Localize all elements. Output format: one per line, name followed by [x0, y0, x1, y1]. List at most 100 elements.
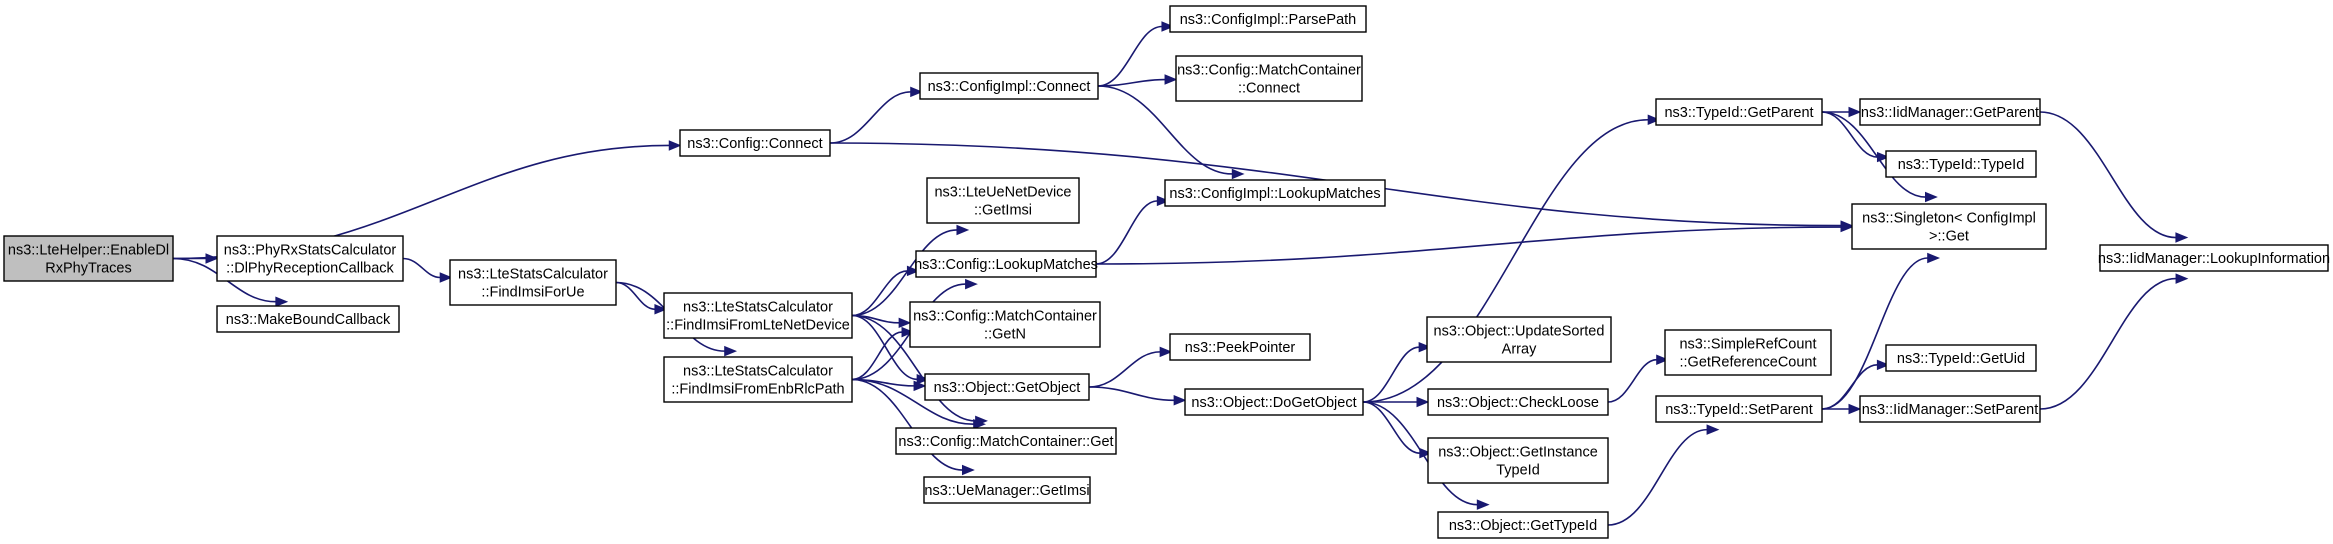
edge-tidsetparent-to-singleton — [1821, 252, 1941, 410]
edge-phyrx-to-findimsiue — [402, 257, 453, 283]
node-ltuegetimsi[interactable]: ns3::LteUeNetDevice::GetImsi — [926, 177, 1080, 224]
node-box — [1426, 316, 1612, 363]
edge-line — [1088, 386, 1175, 402]
arrowhead-icon — [906, 265, 920, 277]
arrowhead-icon — [961, 464, 975, 476]
node-iidlookup[interactable]: ns3::IidManager::LookupInformation — [2098, 244, 2330, 272]
node-cfglookup[interactable]: ns3::Config::LookupMatches — [914, 250, 1098, 278]
node-cfgconnect[interactable]: ns3::Config::Connect — [679, 129, 831, 157]
edge-line — [1362, 118, 1649, 403]
node-label: ns3::Config::MatchContainer::Get — [898, 434, 1113, 450]
arrowhead-icon — [1173, 395, 1187, 406]
edge-cfglookup-to-singleton — [1095, 221, 1854, 265]
node-label: ns3::Object::GetTypeId — [1449, 518, 1597, 534]
node-box — [895, 427, 1117, 455]
arrowhead-icon — [1848, 106, 1862, 118]
node-label: TypeId — [1496, 463, 1540, 479]
edge-line — [1362, 401, 1478, 506]
node-label: ::FindImsiFromEnbRlcPath — [671, 382, 844, 398]
arrowhead-icon — [898, 317, 912, 329]
edge-line — [2039, 111, 2176, 239]
node-mcgetn[interactable]: ns3::Config::MatchContainer::GetN — [909, 301, 1101, 348]
node-iidsetparent[interactable]: ns3::IidManager::SetParent — [1859, 395, 2041, 423]
edge-findlte-to-cfglookup — [851, 265, 920, 317]
node-iidgetparent[interactable]: ns3::IidManager::GetParent — [1859, 98, 2041, 126]
arrowhead-icon — [205, 253, 219, 264]
arrowhead-icon — [1416, 396, 1430, 408]
arrowhead-icon — [724, 345, 738, 357]
edge-findenb-to-mcget — [851, 378, 986, 430]
edge-dogetobject-to-tidgetparent — [1362, 114, 1661, 403]
node-makebound[interactable]: ns3::MakeBoundCallback — [216, 305, 400, 333]
arrowhead-icon — [1161, 21, 1175, 32]
edge-cfgimplconnect-to-parsepath — [1097, 21, 1175, 87]
node-label: ns3::PeekPointer — [1185, 340, 1296, 356]
node-label: ns3::Object::DoGetObject — [1191, 395, 1356, 411]
node-simpleref[interactable]: ns3::SimpleRefCount::GetReferenceCount — [1664, 329, 1832, 376]
node-box — [1169, 5, 1367, 33]
node-box — [449, 259, 617, 306]
edge-objgettypeid-to-tidsetparent — [1607, 424, 1720, 526]
node-label: ns3::UeManager::GetImsi — [924, 483, 1089, 499]
arrowhead-icon — [1927, 252, 1941, 264]
node-tidgetparent[interactable]: ns3::TypeId::GetParent — [1655, 98, 1823, 126]
node-mcconnect[interactable]: ns3::Config::MatchContainer::Connect — [1175, 55, 1363, 102]
node-phyrx[interactable]: ns3::PhyRxStatsCalculator::DlPhyReceptio… — [216, 235, 404, 282]
arrowhead-icon — [1656, 354, 1670, 365]
node-tidtypeid[interactable]: ns3::TypeId::TypeId — [1885, 150, 2037, 178]
node-label: ::GetReferenceCount — [1679, 355, 1816, 371]
node-tidgetuid[interactable]: ns3::TypeId::GetUid — [1885, 344, 2037, 372]
node-box — [919, 72, 1099, 100]
arrowhead-icon — [1418, 341, 1432, 353]
node-box — [679, 129, 831, 157]
node-dogetobject[interactable]: ns3::Object::DoGetObject — [1184, 388, 1364, 416]
arrowhead-icon — [439, 272, 453, 283]
edge-line — [851, 331, 903, 381]
node-mcget[interactable]: ns3::Config::MatchContainer::Get — [895, 427, 1117, 455]
node-label: ns3::TypeId::GetUid — [1897, 351, 2025, 367]
edge-findimsiue-to-findlte — [615, 281, 668, 315]
node-label: ns3::Object::GetInstance — [1438, 445, 1598, 461]
node-label: >::Get — [1929, 229, 1969, 245]
node-findenb[interactable]: ns3::LteStatsCalculator::FindImsiFromEnb… — [663, 356, 853, 403]
arrowhead-icon — [2175, 273, 2189, 284]
node-uemgr[interactable]: ns3::UeManager::GetImsi — [923, 476, 1091, 504]
arrowhead-icon — [1848, 403, 1862, 415]
node-getobject[interactable]: ns3::Object::GetObject — [924, 373, 1090, 401]
node-cfgimplconnect[interactable]: ns3::ConfigImpl::Connect — [919, 72, 1099, 100]
node-label: ns3::Object::UpdateSorted — [1434, 324, 1605, 340]
node-box — [663, 292, 853, 339]
edge-line — [1088, 351, 1161, 388]
node-label: ::GetImsi — [974, 203, 1032, 219]
node-objgettypeid[interactable]: ns3::Object::GetTypeId — [1437, 511, 1609, 539]
edge-line — [1821, 257, 1928, 410]
arrowhead-icon — [956, 224, 970, 236]
node-findimsiue[interactable]: ns3::LteStatsCalculator::FindImsiForUe — [449, 259, 617, 306]
node-peek[interactable]: ns3::PeekPointer — [1169, 333, 1311, 361]
node-label: ns3::Object::CheckLoose — [1437, 395, 1599, 411]
node-label: ns3::ConfigImpl::LookupMatches — [1169, 186, 1380, 202]
edge-line — [851, 314, 976, 422]
edge-checkloose-to-simpleref — [1607, 354, 1670, 403]
edge-line — [851, 229, 957, 317]
node-box — [1655, 395, 1823, 423]
arrowhead-icon — [1647, 114, 1661, 125]
node-label: ns3::IidManager::GetParent — [1861, 105, 2039, 121]
node-label: ns3::LteStatsCalculator — [683, 300, 833, 316]
node-singleton[interactable]: ns3::Singleton< ConfigImpl >::Get — [1851, 203, 2047, 250]
node-cfgimpllookup[interactable]: ns3::ConfigImpl::LookupMatches — [1164, 179, 1386, 207]
edge-cfgimplconnect-to-cfgimpllookup — [1097, 85, 1245, 180]
node-parsepath[interactable]: ns3::ConfigImpl::ParsePath — [1169, 5, 1367, 33]
node-checkloose[interactable]: ns3::Object::CheckLoose — [1427, 388, 1609, 416]
node-label: ns3::Config::Connect — [687, 136, 822, 152]
node-findlte[interactable]: ns3::LteStatsCalculator::FindImsiFromLte… — [663, 292, 853, 339]
arrowhead-icon — [275, 296, 289, 307]
edge-line — [1362, 401, 1420, 454]
node-label: ns3::LteUeNetDevice — [934, 185, 1071, 201]
node-tidsetparent[interactable]: ns3::TypeId::SetParent — [1655, 395, 1823, 423]
edge-line — [1607, 358, 1657, 403]
